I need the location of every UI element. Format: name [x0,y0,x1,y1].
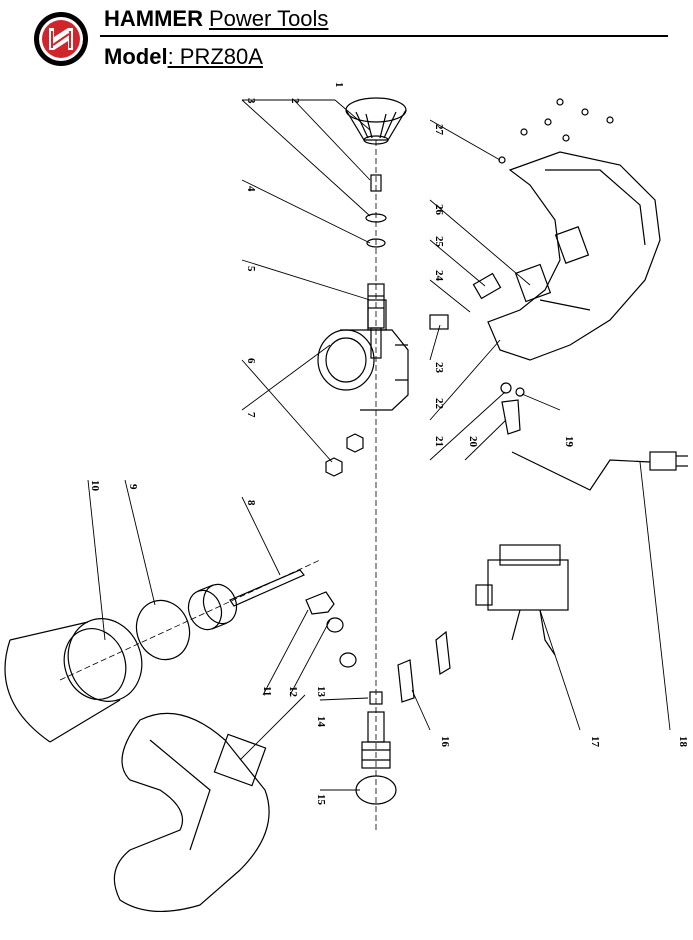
model-label: Model [104,44,168,69]
part-8-rod [229,569,305,607]
part-gear-nut [187,583,238,631]
label-part-15: 15 [315,794,327,806]
label-part-3: 3 [245,98,257,104]
part-16-plate [397,659,415,703]
hammer-logo [34,12,88,66]
label-part-22: 22 [433,398,445,410]
part-18-cable [511,451,688,491]
label-part-21: 21 [433,436,445,447]
label-part-6: 6 [245,358,257,364]
part-10-container [4,618,143,743]
label-part-9: 9 [127,484,139,490]
part-6-nut [346,433,364,453]
label-part-10: 10 [89,480,101,492]
part-24-trigger [472,272,502,300]
label-part-2: 2 [289,98,301,104]
brand-name: HAMMER [104,6,203,31]
label-part-5: 5 [245,266,257,272]
label-part-14: 14 [315,716,327,728]
part-26-insert [514,263,552,303]
part-1-funnel [345,97,407,145]
part-5-valve [367,283,385,359]
part-21-screw [500,382,512,394]
label-part-27: 27 [433,124,445,136]
label-part-20: 20 [467,436,479,448]
label-part-12: 12 [287,686,299,698]
label-part-8: 8 [245,500,257,506]
part-4-oring [366,238,386,248]
model-value: : PRZ80A [167,44,263,69]
model-line: Model: PRZ80A [104,43,263,71]
label-part-25: 25 [433,236,445,248]
header-divider [100,35,668,37]
part-20-grip [501,399,521,435]
part-12-seal [326,617,344,633]
label-part-1: 1 [333,82,345,88]
label-part-24: 24 [433,270,445,282]
part-19-screw [515,387,525,397]
label-part-26: 26 [433,204,445,216]
label-part-16: 16 [439,736,451,748]
label-part-18: 18 [677,736,689,748]
part-7-housing [317,299,409,411]
part-11-clip [305,591,335,615]
part-9-ring [135,599,191,661]
label-part-19: 19 [563,436,575,448]
brand-subtitle: Power Tools [209,6,329,31]
screw-set [498,98,614,164]
part-14-connector [369,691,383,705]
label-part-4: 4 [245,186,257,192]
part-17-motor [475,544,569,656]
part-2-tube [370,174,382,192]
label-part-23: 23 [433,362,445,374]
label-part-7: 7 [245,412,257,418]
label-part-11: 11 [261,686,273,696]
label-part-17: 17 [589,736,601,748]
part-27-housing [487,151,661,361]
part-3-oring [365,213,387,223]
part-13-handle [113,712,270,912]
label-part-13: 13 [315,686,327,698]
